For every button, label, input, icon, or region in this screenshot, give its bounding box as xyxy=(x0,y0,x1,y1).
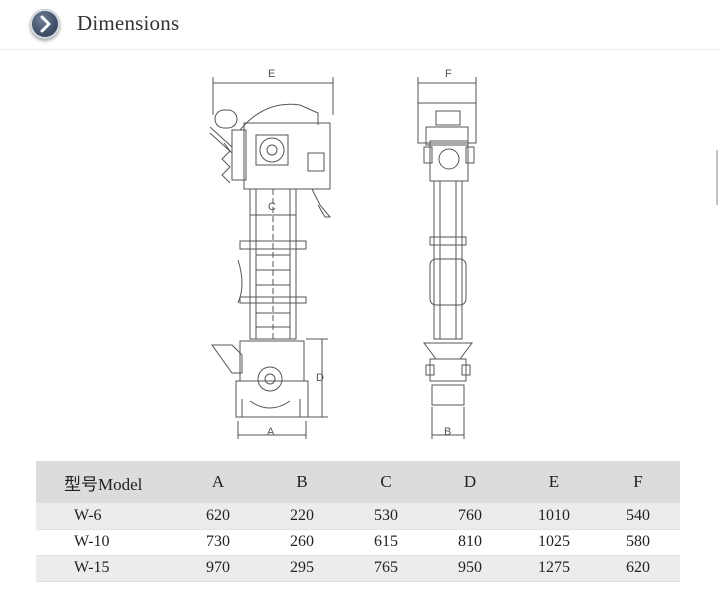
cell-b: 260 xyxy=(290,533,314,550)
cell-a: 730 xyxy=(206,533,230,550)
cell-d: 760 xyxy=(458,506,482,524)
chevron-right-icon xyxy=(30,9,60,39)
dimensions-table-container: 型号Model A B C D E F W-6 620 220 530 760 … xyxy=(36,461,680,582)
header-b: B xyxy=(296,472,308,491)
table-row: W-10 730 260 615 810 1025 580 xyxy=(36,529,680,555)
dimensions-table: 型号Model A B C D E F W-6 620 220 530 760 … xyxy=(36,461,680,582)
cell-b: 220 xyxy=(290,506,314,524)
cell-c: 615 xyxy=(374,533,398,550)
dimension-label-b: B xyxy=(444,426,452,438)
cell-e: 1025 xyxy=(538,533,570,550)
section-title: Dimensions xyxy=(77,11,180,35)
cell-a: 620 xyxy=(206,506,230,524)
cell-e: 1010 xyxy=(538,506,570,524)
table-row: W-6 620 220 530 760 1010 540 xyxy=(36,503,680,529)
header-e: E xyxy=(548,472,560,491)
cell-f: 580 xyxy=(626,533,650,550)
cell-model: W-15 xyxy=(74,559,110,576)
header-f: F xyxy=(633,472,643,491)
table-row: W-15 970 295 765 950 1275 620 xyxy=(36,555,680,581)
header-c: C xyxy=(380,472,392,491)
cell-b: 295 xyxy=(290,559,314,576)
header-model: 型号Model xyxy=(64,474,143,494)
header-d: D xyxy=(463,472,477,491)
cell-model: W-10 xyxy=(74,533,110,550)
cell-model: W-6 xyxy=(74,506,102,524)
elevator-drawing-svg xyxy=(209,77,718,439)
technical-drawing: E C D A F B xyxy=(0,55,720,445)
dimension-label-a: A xyxy=(267,426,275,438)
cell-f: 540 xyxy=(626,506,650,524)
header-a: A xyxy=(211,472,225,491)
cell-d: 810 xyxy=(458,533,482,550)
cell-c: 530 xyxy=(374,506,398,524)
table-header-row: 型号Model A B C D E F xyxy=(36,461,680,503)
section-header: Dimensions xyxy=(0,0,720,50)
dimension-label-f: F xyxy=(445,68,452,80)
dimension-label-d: D xyxy=(316,372,324,384)
cell-c: 765 xyxy=(374,559,398,576)
cell-a: 970 xyxy=(206,559,230,576)
cell-f: 620 xyxy=(626,559,650,576)
dimension-label-e: E xyxy=(268,68,276,80)
dimension-label-c: C xyxy=(268,201,276,213)
cell-e: 1275 xyxy=(538,559,570,576)
cell-d: 950 xyxy=(458,559,482,576)
